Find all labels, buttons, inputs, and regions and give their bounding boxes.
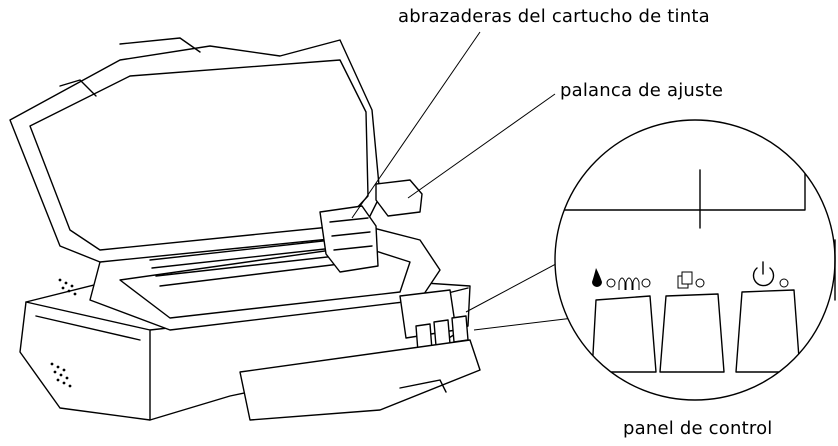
output-tray [239,339,481,421]
adjustment-lever [375,179,423,217]
ink-light-icon [606,278,616,288]
paper-light-icon [695,278,705,288]
control-panel-label: panel de control [623,418,773,439]
adjustment-lever-label: palanca de ajuste [560,80,724,101]
cleaning-light-icon [641,278,651,288]
print-carriage [149,205,379,287]
control-panel-zoom [554,119,836,401]
power-light-icon [779,278,789,288]
cleaning-icon [618,277,640,290]
paper-icon [677,271,693,289]
ink-cartridge-clamps-label: abrazaderas del cartucho de tinta [398,6,710,27]
ink-drop-icon [592,268,602,287]
vent-dots [50,278,77,388]
power-icon [752,261,775,287]
printer-front-buttons [399,289,469,353]
printer-lid [9,37,381,263]
